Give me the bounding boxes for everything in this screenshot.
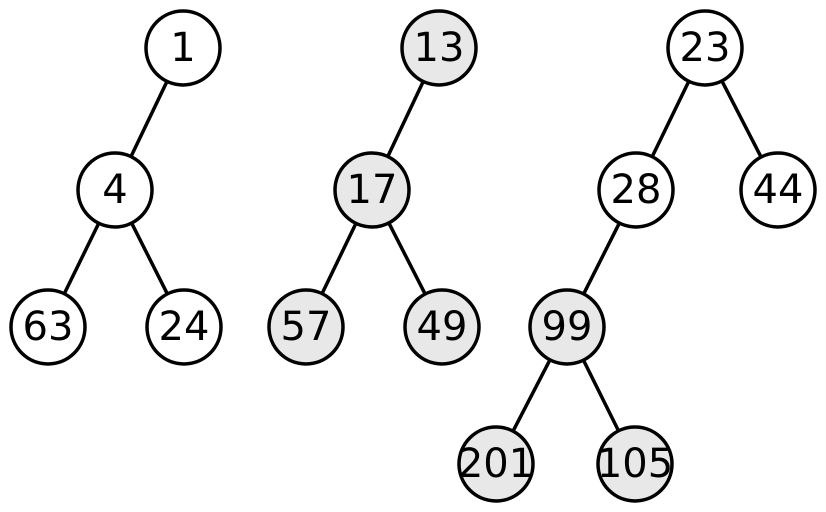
tree-node-105: 105: [596, 425, 674, 503]
node-circle: [333, 151, 411, 229]
node-label: 99: [542, 304, 593, 350]
node-label: 28: [611, 167, 662, 213]
tree-node-201: 201: [457, 425, 535, 503]
tree-node-44: 44: [739, 151, 817, 229]
node-circle: [739, 151, 817, 229]
node-circle: [9, 288, 87, 366]
tree-node-4: 4: [76, 151, 154, 229]
node-circle: [267, 288, 345, 366]
tree-node-28: 28: [597, 151, 675, 229]
node-label: 201: [458, 441, 534, 487]
node-label: 49: [417, 304, 468, 350]
node-circle: [403, 288, 481, 366]
edge-n4-n63: [62, 221, 101, 296]
edge-n17-n49: [387, 221, 427, 296]
edge-n13-n17: [386, 79, 425, 159]
node-label: 24: [159, 304, 210, 350]
node-circle: [145, 288, 223, 366]
node-label: 23: [680, 25, 731, 71]
node-label: 44: [753, 167, 804, 213]
node-label: 4: [102, 167, 127, 213]
tree-node-23: 23: [666, 9, 744, 87]
node-circle: [400, 9, 478, 87]
node-circle: [76, 151, 154, 229]
tree-node-24: 24: [145, 288, 223, 366]
edge-n23-n44: [720, 79, 763, 159]
tree-node-99: 99: [528, 288, 606, 366]
nodes-layer: 1 4 63 24 13 17 57 49 23 28 44 99 201 105: [9, 9, 817, 503]
edge-n17-n57: [320, 221, 358, 296]
node-circle: [144, 9, 222, 87]
tree-node-13: 13: [400, 9, 478, 87]
node-circle: [597, 151, 675, 229]
tree-node-49: 49: [403, 288, 481, 366]
node-label: 13: [414, 25, 465, 71]
tree-node-17: 17: [333, 151, 411, 229]
node-label: 105: [597, 441, 673, 487]
node-circle: [596, 425, 674, 503]
edge-n4-n24: [129, 221, 170, 296]
node-label: 57: [281, 304, 332, 350]
edge-n23-n28: [650, 79, 691, 159]
node-circle: [666, 9, 744, 87]
node-label: 1: [170, 25, 195, 71]
edge-n1-n4: [129, 79, 169, 159]
tree-node-63: 63: [9, 288, 87, 366]
edge-n99-n105: [581, 358, 621, 433]
node-label: 17: [347, 167, 398, 213]
edge-n28-n99: [581, 221, 622, 296]
edge-n99-n201: [511, 358, 552, 433]
tree-node-1: 1: [144, 9, 222, 87]
edges-layer: [62, 79, 763, 433]
node-circle: [457, 425, 535, 503]
tree-node-57: 57: [267, 288, 345, 366]
node-circle: [528, 288, 606, 366]
node-label: 63: [23, 304, 74, 350]
